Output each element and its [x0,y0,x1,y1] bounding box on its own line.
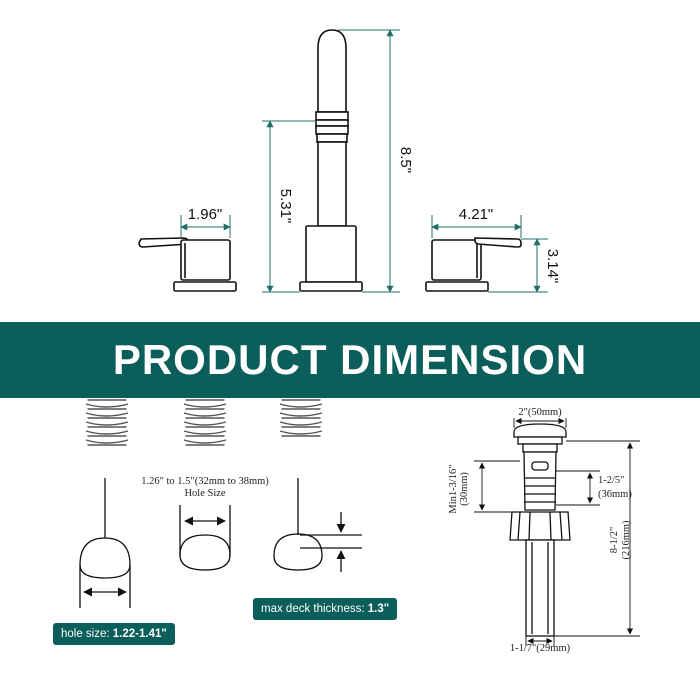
drain-dimension-lines [474,417,640,646]
total-height-mm-label: (216mm) [621,520,632,560]
deck-thickness-value: 1.3" [367,603,390,615]
spout-base-height-label: 5.31" [277,189,294,224]
faucet-drawing [138,29,522,292]
tail-width-label: 1-1/7"(29mm) [510,643,571,654]
supply-hoses [85,399,323,446]
faucet-dimension-lines [180,29,548,293]
body-width-mm-label: (36mm) [598,489,632,500]
right-handle [425,237,522,292]
pop-up-drain [509,423,571,637]
product-dimension-banner: PRODUCT DIMENSION [0,322,700,398]
mounting-holes [79,478,362,608]
banner-title: PRODUCT DIMENSION [112,336,588,383]
deck-thickness-label: max deck thickness: [261,603,368,615]
hole-size-value: 1.22-1.41" [112,628,167,640]
min-height-label: Min1-3/16" [448,464,459,513]
hole-range-label: 1.26" to 1.5"(32mm to 38mm) [141,476,269,487]
body-width-label: 1-2/5" [598,475,624,486]
handle-width-label: 1.96" [188,206,223,223]
hole-size-caption: Hole Size [184,488,225,499]
hole-size-label: hole size: [61,628,113,640]
total-height-label: 8-1/2" [609,527,620,553]
deck-thickness-badge: max deck thickness: 1.3" [253,598,398,620]
cap-width-label: 2"(50mm) [518,407,562,418]
min-height-mm-label: (30mm) [459,472,470,506]
hole-size-badge: hole size: 1.22-1.41" [53,623,175,645]
handle-length-label: 4.21" [459,206,494,223]
handle-height-label: 3.14" [544,249,561,284]
left-handle [138,237,237,292]
spout-height-label: 8.5" [397,147,414,173]
spout [299,29,363,292]
